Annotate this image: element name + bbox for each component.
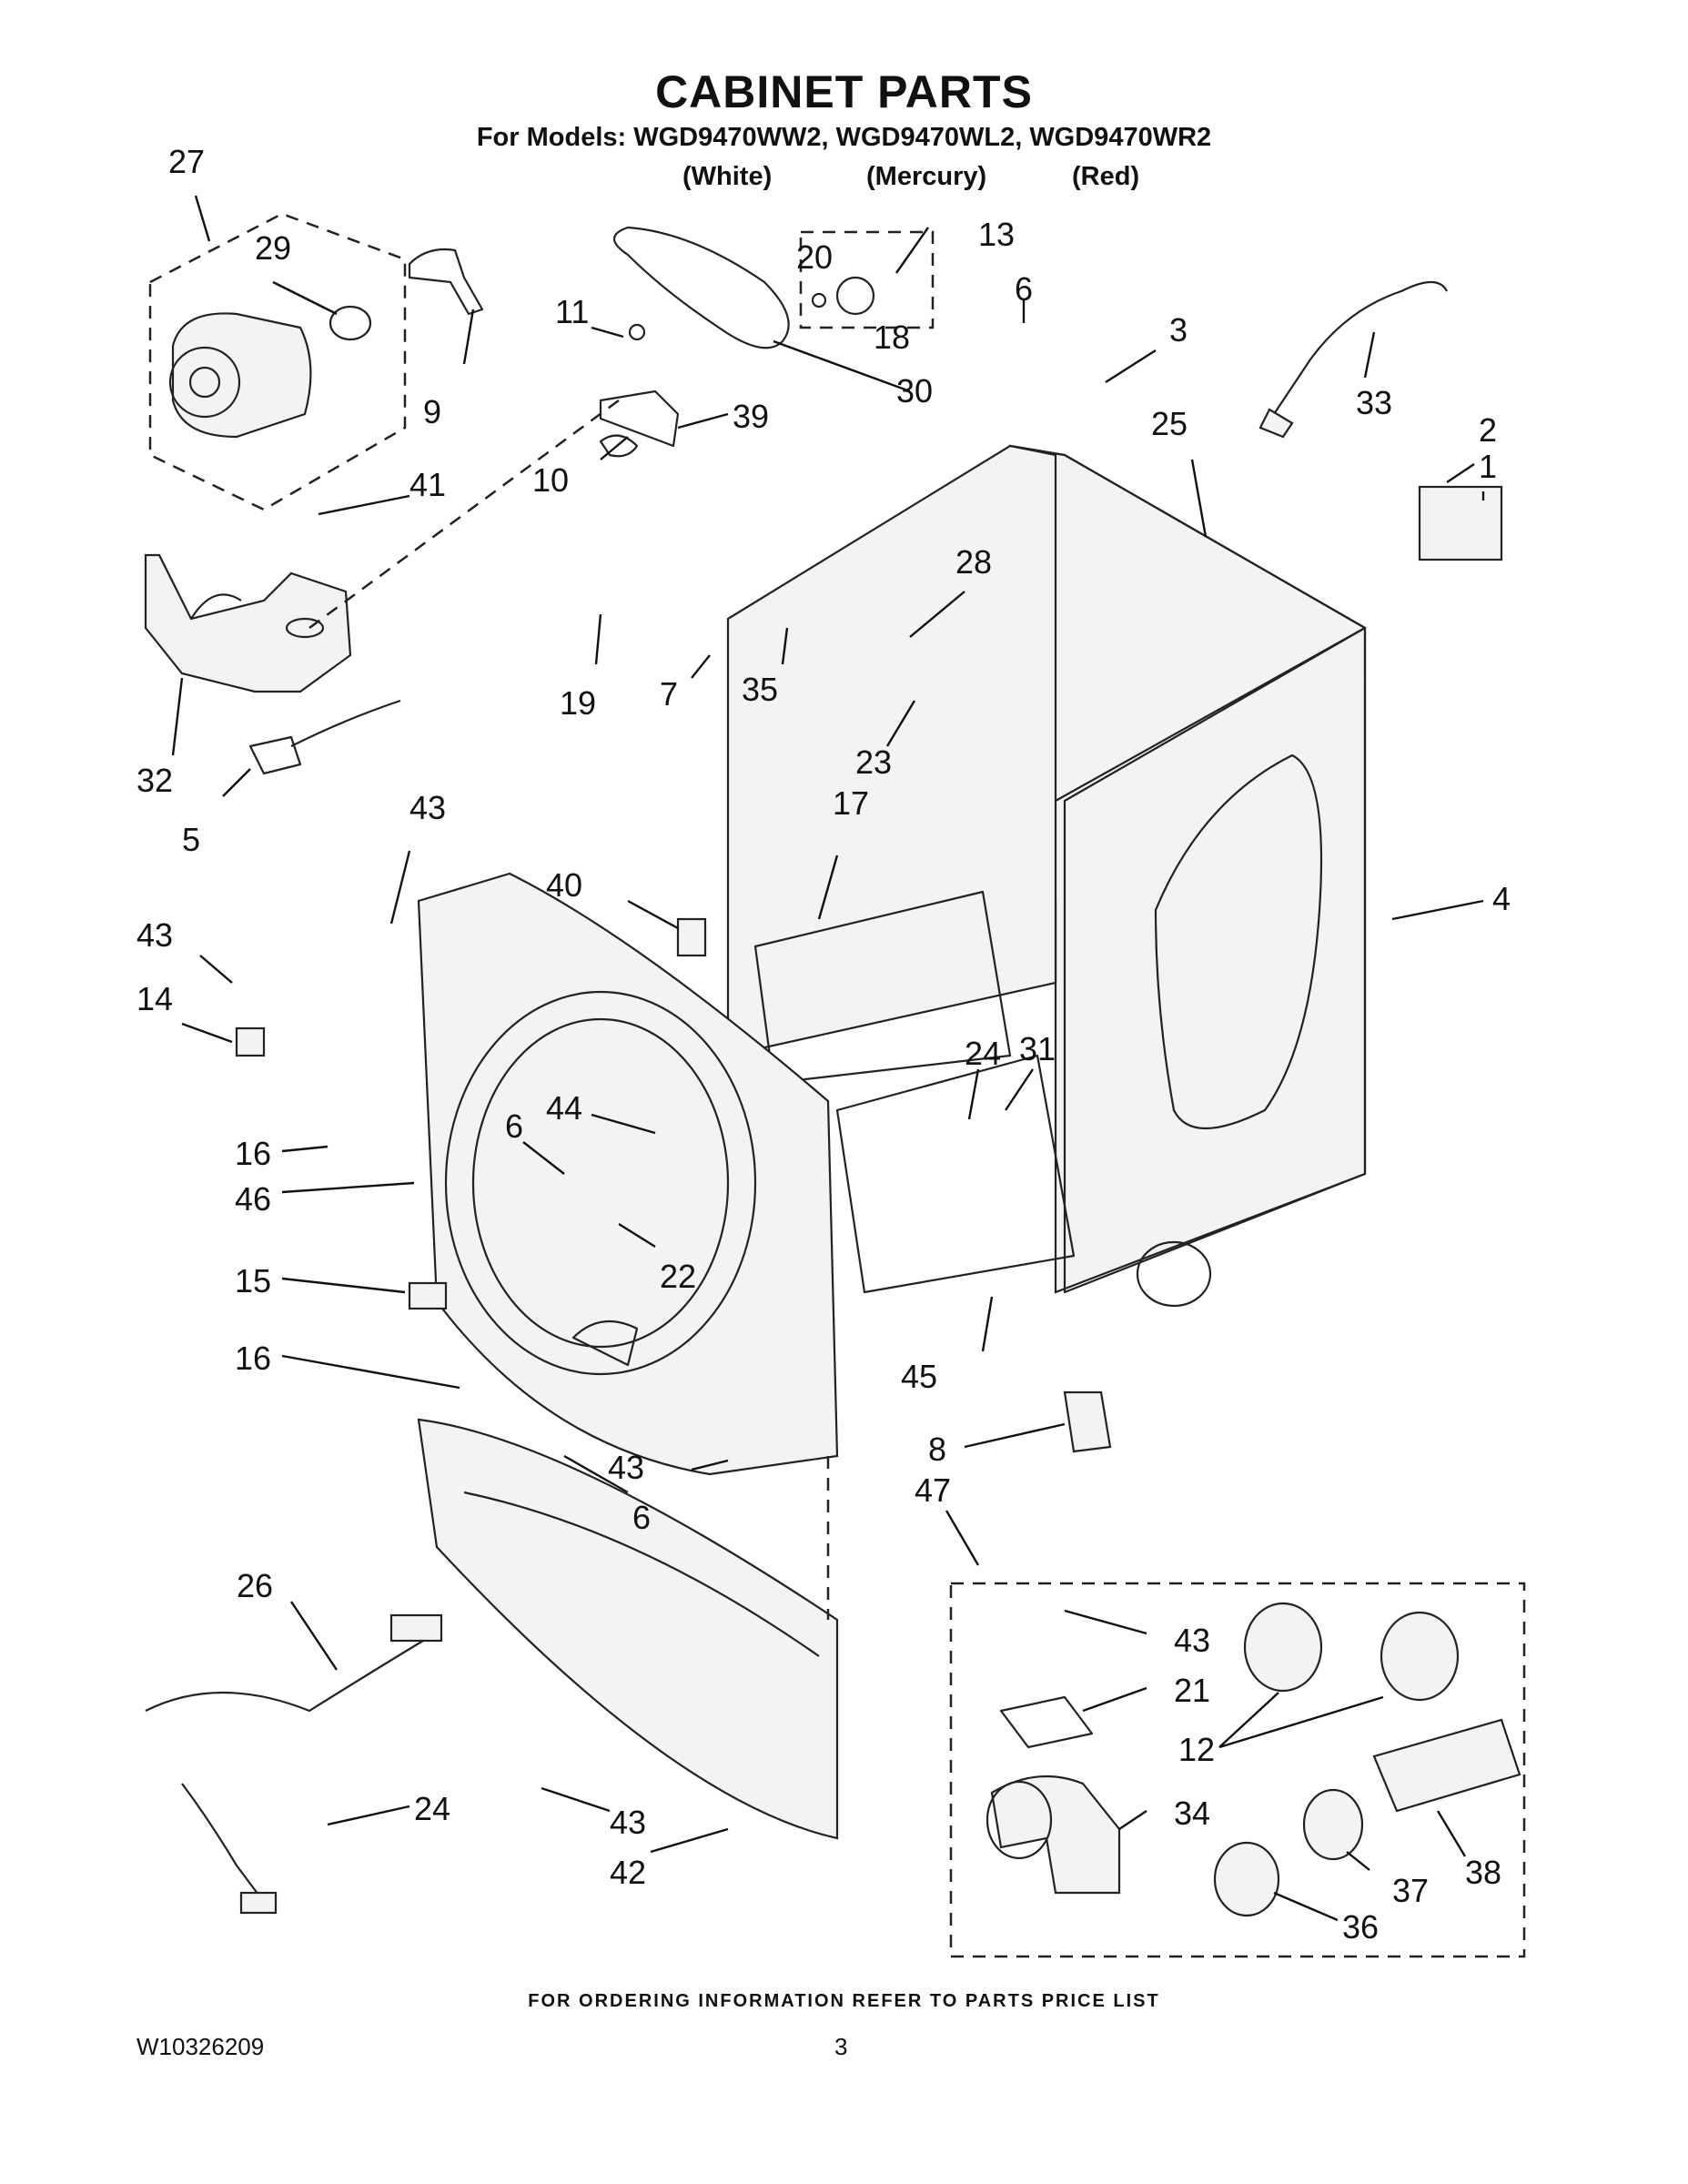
ordering-note: FOR ORDERING INFORMATION REFER TO PARTS … bbox=[528, 1991, 1160, 2011]
callout-1: 1 bbox=[1479, 448, 1497, 485]
callout-5: 5 bbox=[182, 821, 200, 858]
callout-19: 19 bbox=[560, 684, 596, 722]
callout-23: 23 bbox=[855, 743, 892, 781]
callout-26: 26 bbox=[237, 1567, 273, 1604]
callout-9: 9 bbox=[423, 393, 441, 430]
callout-7: 7 bbox=[660, 675, 678, 713]
front-panel-group bbox=[417, 872, 839, 1840]
callout-24-a: 24 bbox=[965, 1035, 1001, 1072]
callout-18: 18 bbox=[874, 318, 910, 356]
leader-lines bbox=[171, 195, 1485, 1922]
belt-idler-group bbox=[599, 226, 935, 458]
callout-34: 34 bbox=[1174, 1795, 1210, 1832]
callout-30: 30 bbox=[896, 372, 933, 410]
variant-white: (White) bbox=[682, 162, 773, 191]
callout-43-d: 43 bbox=[1174, 1622, 1210, 1659]
callout-43-b: 43 bbox=[136, 916, 173, 954]
motor-mount-group bbox=[144, 399, 620, 775]
callout-6-mid: 6 bbox=[505, 1107, 523, 1145]
callout-22: 22 bbox=[660, 1258, 696, 1295]
callout-41: 41 bbox=[409, 466, 446, 503]
callout-28: 28 bbox=[955, 543, 992, 581]
callout-16-a: 16 bbox=[235, 1135, 271, 1172]
callout-12: 12 bbox=[1178, 1731, 1215, 1768]
callout-44: 44 bbox=[546, 1089, 582, 1127]
callout-43-c: 43 bbox=[608, 1449, 644, 1486]
model-list: For Models: WGD9470WW2, WGD9470WL2, WGD9… bbox=[476, 123, 1212, 152]
callout-17: 17 bbox=[833, 784, 869, 822]
callout-8: 8 bbox=[928, 1431, 946, 1468]
callout-15: 15 bbox=[235, 1262, 271, 1299]
callout-40: 40 bbox=[546, 866, 582, 904]
callout-29: 29 bbox=[255, 229, 291, 267]
document-number: W10326209 bbox=[136, 2033, 265, 2060]
callout-31: 31 bbox=[1019, 1030, 1056, 1067]
callout-35: 35 bbox=[742, 671, 778, 708]
callout-33: 33 bbox=[1356, 384, 1392, 421]
callout-46: 46 bbox=[235, 1180, 271, 1218]
cabinet-body bbox=[726, 444, 1367, 1308]
callout-14: 14 bbox=[136, 980, 173, 1017]
callout-25: 25 bbox=[1151, 405, 1188, 442]
variant-mercury: (Mercury) bbox=[866, 162, 987, 191]
variant-red: (Red) bbox=[1072, 162, 1140, 191]
callout-47: 47 bbox=[915, 1471, 951, 1509]
callout-42: 42 bbox=[610, 1854, 646, 1891]
wiring-group bbox=[145, 280, 1448, 1915]
page-number: 3 bbox=[834, 2033, 848, 2060]
callout-2: 2 bbox=[1479, 411, 1497, 449]
callout-21: 21 bbox=[1174, 1672, 1210, 1709]
callout-38: 38 bbox=[1465, 1854, 1501, 1891]
callout-16-b: 16 bbox=[235, 1340, 271, 1377]
callout-27: 27 bbox=[168, 143, 205, 180]
callout-43-e: 43 bbox=[610, 1804, 646, 1841]
callout-32: 32 bbox=[136, 762, 173, 799]
callout-6-top: 6 bbox=[1015, 270, 1033, 308]
callout-24-b: 24 bbox=[414, 1790, 450, 1827]
callout-13: 13 bbox=[978, 216, 1015, 253]
exhaust-kit-group bbox=[949, 1582, 1526, 1958]
callout-45: 45 bbox=[901, 1358, 937, 1395]
callout-3: 3 bbox=[1169, 311, 1188, 349]
callout-6-bottom: 6 bbox=[632, 1499, 651, 1536]
page-title: CABINET PARTS bbox=[655, 66, 1033, 117]
callout-43-a: 43 bbox=[409, 789, 446, 826]
callout-36: 36 bbox=[1342, 1908, 1379, 1946]
callout-11: 11 bbox=[555, 293, 589, 330]
callout-37: 37 bbox=[1392, 1872, 1429, 1909]
callout-labels: 27 29 9 11 30 39 10 20 13 18 6 3 25 33 2… bbox=[136, 143, 1511, 1946]
motor-assembly-group bbox=[148, 212, 484, 511]
callout-10: 10 bbox=[532, 461, 569, 499]
callout-20: 20 bbox=[796, 238, 833, 276]
callout-39: 39 bbox=[733, 398, 769, 435]
callout-4: 4 bbox=[1492, 880, 1511, 917]
hardware-group bbox=[235, 485, 1503, 1453]
